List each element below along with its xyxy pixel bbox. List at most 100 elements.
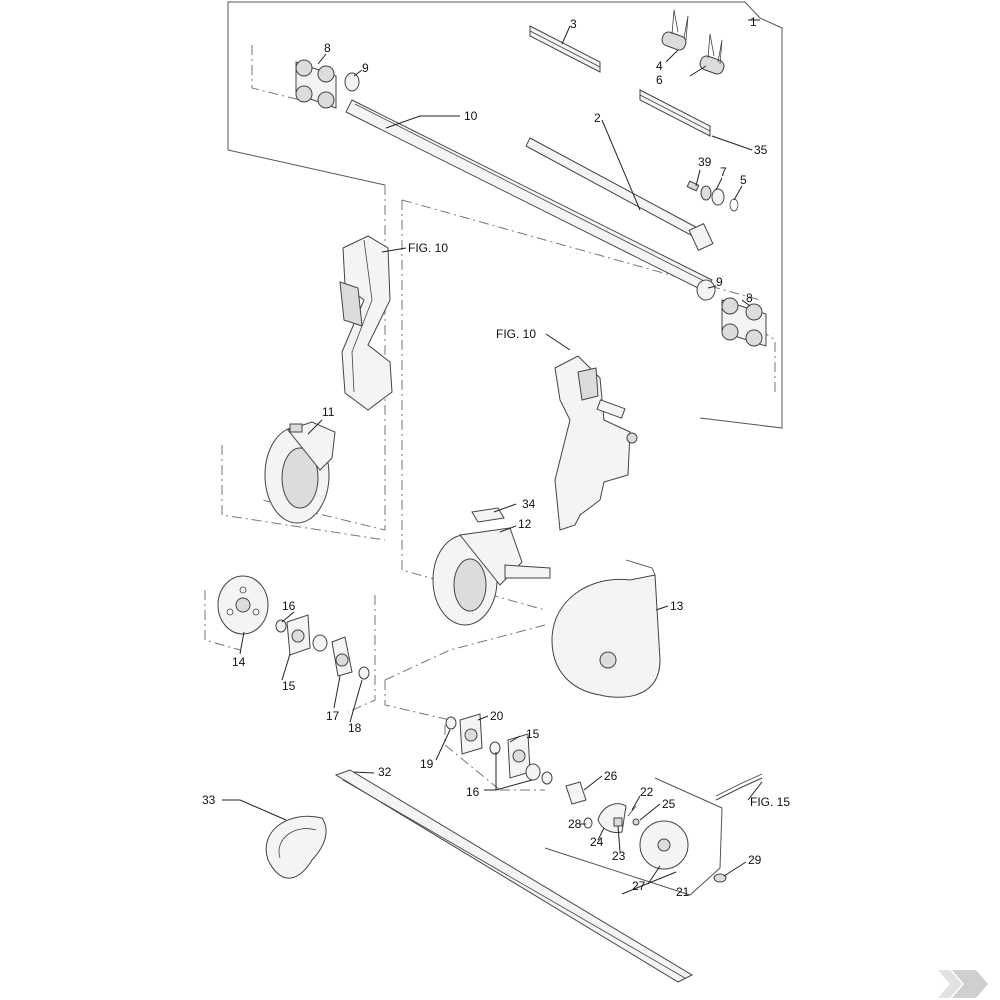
- spring-22: [627, 805, 637, 817]
- label-27: 27: [632, 879, 646, 893]
- label-32: 32: [378, 765, 392, 779]
- leader-9a: [353, 69, 363, 77]
- corner-logo-chevron-2: [938, 970, 962, 998]
- belt-32-body: [334, 769, 694, 983]
- leader-9b: [707, 285, 717, 289]
- leader-fig10a: [381, 247, 407, 253]
- label-13: 13: [670, 599, 684, 613]
- bush-9-top: [344, 72, 360, 92]
- flange-15-left-bore: [291, 629, 305, 643]
- spring-4-hook: [671, 9, 679, 35]
- wheel-14: [217, 575, 269, 635]
- leader-6: [689, 65, 707, 77]
- flange-20-bore: [464, 728, 478, 742]
- leader-17: [333, 675, 341, 709]
- leader-8b: [741, 299, 751, 307]
- shaft-2: [525, 137, 714, 252]
- wheel-11: [264, 421, 336, 524]
- bearing-8-right-bolt-2: [745, 303, 763, 321]
- wheel-11-scraper: [287, 421, 336, 471]
- bush-16-left: [275, 619, 287, 633]
- circlip-5: [729, 198, 739, 212]
- pin-25: [632, 818, 640, 826]
- label-25: 25: [662, 797, 676, 811]
- frame-sprocket: [544, 777, 723, 896]
- flange-15-right-bore: [512, 749, 526, 763]
- wheel-12-hub: [453, 558, 487, 612]
- leader-16a: [281, 611, 295, 623]
- label-3: 3: [570, 17, 577, 31]
- label-4: 4: [656, 59, 663, 73]
- bracket-right-window: [577, 367, 599, 401]
- label-fig15: FIG. 15: [750, 795, 790, 809]
- leader-23: [617, 825, 621, 853]
- bracket-right-hole: [626, 432, 638, 444]
- leader-27: [647, 865, 661, 885]
- belt-32-edge: [342, 779, 686, 979]
- washer-29: [713, 873, 727, 883]
- label-21: 21: [676, 885, 690, 899]
- label-28: 28: [568, 817, 582, 831]
- chain-fig15: [715, 773, 763, 801]
- corner-logo-chevron-1: [952, 970, 988, 998]
- leader-29: [723, 861, 747, 877]
- washer-39: [700, 185, 712, 201]
- label-18: 18: [348, 721, 362, 735]
- bar-35-edge: [639, 94, 711, 132]
- label-10: 10: [464, 109, 478, 123]
- frame-top: [227, 1, 783, 429]
- frame-bearing-right: [444, 725, 501, 791]
- wheel-14-hub: [235, 597, 251, 613]
- bracket-right-body: [554, 355, 631, 531]
- leader-34: [493, 503, 517, 513]
- label-34: 34: [522, 497, 536, 511]
- leaders: [222, 19, 763, 895]
- label-8a: 8: [324, 41, 331, 55]
- bearing-8-right: [696, 279, 767, 347]
- leader-24: [597, 827, 605, 841]
- ring-33: [265, 815, 327, 879]
- label-6: 6: [656, 73, 663, 87]
- wheel-14-hole-2: [226, 608, 234, 616]
- leader-19: [435, 729, 451, 761]
- wheel-12-arm: [504, 564, 551, 579]
- bearing-8-top-bolt-3: [295, 85, 313, 103]
- spring-4-hook2: [683, 15, 689, 41]
- bush-19: [445, 716, 457, 730]
- cover-13-hub: [599, 651, 617, 669]
- bearing-set-right: [445, 713, 553, 785]
- bearing-8-top-bolt-2: [317, 65, 335, 83]
- wheel-14-hole-3: [252, 608, 260, 616]
- shaft-2-end-plate: [688, 222, 714, 252]
- bearing-8-top: [295, 59, 360, 109]
- shaft-2-body: [525, 137, 706, 241]
- label-11: 11: [322, 405, 335, 419]
- leader-32: [353, 771, 375, 774]
- label-19: 19: [420, 757, 434, 771]
- bush-18: [358, 666, 370, 680]
- bush-28: [583, 817, 593, 829]
- chain-edge: [715, 773, 763, 797]
- label-15a: 15: [282, 679, 296, 693]
- label-15b: 15: [526, 727, 540, 741]
- bush-16-right: [489, 741, 501, 755]
- ring-33-inner: [278, 828, 317, 859]
- leader-8a: [317, 53, 327, 65]
- pin-23: [613, 817, 623, 827]
- label-8b: 8: [746, 291, 753, 305]
- spring-4: [661, 31, 687, 51]
- leader-15a: [281, 653, 291, 681]
- wheel-12: [432, 527, 551, 626]
- label-12: 12: [518, 517, 532, 531]
- leader-13: [655, 605, 669, 611]
- bush-7: [711, 188, 725, 206]
- bar-3: [529, 25, 601, 73]
- springs-4-6: [661, 9, 725, 75]
- label-1: 1: [750, 15, 757, 29]
- callout-labels: 1 2 3 4 5 6 7 8 8 9 9 10 11 12 13 14 15 …: [202, 15, 790, 899]
- label-39: 39: [698, 155, 712, 169]
- frame-center: [401, 200, 546, 611]
- bearing-8-top-bolt-1: [295, 59, 313, 77]
